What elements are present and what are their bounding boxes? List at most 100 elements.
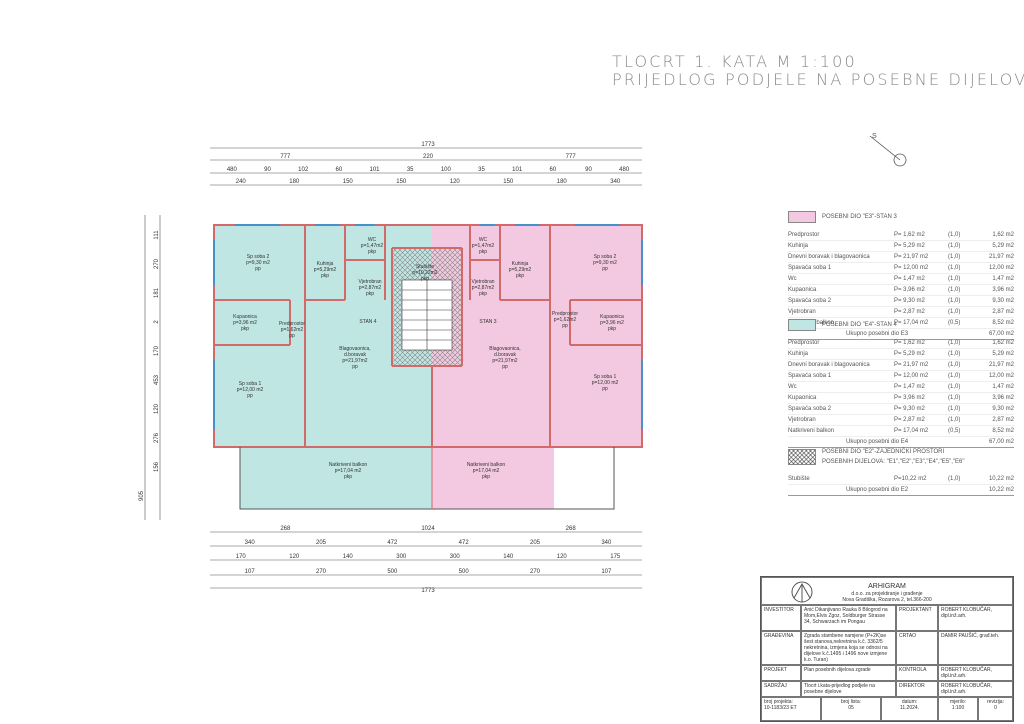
walls — [213, 224, 643, 448]
legend-cell: P= 17,04 m2 — [894, 428, 929, 434]
dim-top-row3: 35 — [407, 167, 414, 173]
room-label-sp1-l: p=12,00 m2 — [237, 387, 264, 393]
revizija: revizija:0 — [978, 697, 1013, 721]
legend-cell: Predprostor — [788, 340, 820, 346]
legend-cell: P= 1,62 m2 — [894, 340, 925, 346]
kontrola-value: ROBERT KLOBUČAR, dipl.inž.arh. — [938, 665, 1013, 681]
north-arrow-icon: S — [862, 130, 912, 170]
dim-top-row3: 101 — [369, 167, 380, 173]
legend-cell: 12,00 m2 — [988, 265, 1014, 271]
room-label-vj-l: Vjetrobran — [358, 279, 381, 285]
dim-bottom-row2: 340 — [245, 540, 256, 546]
dim-bottom-row3: 170 — [236, 554, 247, 560]
legend-cell: P= 5,29 m2 — [894, 351, 925, 357]
legend-cell: (1,0) — [948, 476, 961, 482]
crtao-value: DAMIR PAUŠIĆ, građ.teh. — [938, 631, 1013, 665]
legend-cell: 12,00 m2 — [988, 373, 1014, 379]
room-label-sp2-r: Sp soba 2 — [594, 254, 617, 260]
dim-top-row4: 180 — [289, 179, 300, 185]
legend-cell: P= 1,47 m2 — [894, 276, 925, 282]
balcony-left-fill — [240, 447, 432, 509]
legend-cell: 21,97 m2 — [988, 362, 1014, 368]
room-label-sp1-r: pp — [602, 386, 608, 392]
legend-e2-title1: POSEBNI DIO "E2"-ZAJEDNIČKI PROSTORI — [822, 449, 945, 455]
room-label-kup-r: pkp — [608, 326, 616, 332]
room-label-kuh-l: Kuhinja — [317, 261, 334, 267]
legend-cell: 5,29 m2 — [992, 243, 1014, 249]
legend-cell: Kuhinja — [788, 243, 809, 249]
legend-cell: P= 17,04 m2 — [894, 320, 929, 326]
room-label-sp2-l: Sp soba 2 — [247, 254, 270, 260]
legend-cell: P= 12,00 m2 — [894, 373, 929, 379]
legend-cell: P= 3,96 m2 — [894, 287, 925, 293]
dim-bottom-row3: 140 — [343, 554, 354, 560]
room-label-vj-r: p=2,87m2 — [472, 285, 495, 291]
dim-top-row2: 777 — [280, 154, 291, 160]
direktor-value: ROBERT KLOBUČAR, dipl.inž.arh. — [938, 681, 1013, 697]
legend-cell: P= 9,30 m2 — [894, 406, 925, 412]
legend-cell: Wc — [788, 276, 797, 282]
dim-top-row3: 480 — [619, 167, 630, 173]
room-label-bor-r: d.boravak — [494, 352, 516, 358]
dim-bottom-row4: 270 — [316, 569, 327, 575]
dim-top-row4: 150 — [343, 179, 354, 185]
room-label-sp2-l: p=9,30 m2 — [246, 260, 270, 266]
dim-bottom-row3: 175 — [610, 554, 621, 560]
legend-e3-total-value: 67,00 m2 — [988, 331, 1014, 337]
legend-cell: (1,0) — [948, 265, 961, 271]
legend-cell: 1,47 m2 — [992, 276, 1014, 282]
legend-cell: (1,0) — [948, 351, 961, 357]
dim-bottom-row2: 205 — [530, 540, 541, 546]
legend-cell: (1,0) — [948, 340, 961, 346]
legend-cell: Kupaonica — [788, 287, 817, 293]
legend-cell: 1,62 m2 — [992, 232, 1014, 238]
legend-cell: Kuhinja — [788, 351, 809, 357]
dim-top-row4: 240 — [236, 179, 247, 185]
legend-cell: (1,0) — [948, 298, 961, 304]
dim-bottom-row4: 500 — [459, 569, 470, 575]
legend-cell: (1,0) — [948, 395, 961, 401]
legend-cell: (1,0) — [948, 406, 961, 412]
legend-cell: (1,0) — [948, 384, 961, 390]
legend-cell: Spavaća soba 1 — [788, 265, 832, 271]
company-sub2: Nova Gradiška, Rozarova 2, tel.366-200 — [842, 597, 932, 603]
dim-bottom-row3: 140 — [503, 554, 514, 560]
room-label-bor-r: pp — [502, 364, 508, 370]
dim-left: 181 — [154, 287, 160, 298]
legend-e3-title: POSEBNI DIO "E3"-STAN 3 — [822, 214, 897, 220]
drawing-title: TLOCRT 1. KATA M 1:100 — [612, 52, 857, 71]
sadrzaj-label: SADRŽAJ — [761, 681, 801, 697]
company-sub1: d.o.o. za projektiranje i građenje — [851, 591, 923, 597]
room-label-bal-r: p=17,04 m2 — [473, 468, 500, 474]
dim-top-row4: 180 — [557, 179, 568, 185]
dim-bottom-row2: 205 — [316, 540, 327, 546]
room-label-pred-r: Predprostor — [552, 311, 578, 317]
room-label-kuh-r: p=5,29m2 — [509, 267, 532, 273]
legend-cell: Kupaonica — [788, 395, 817, 401]
legend-cell: P= 1,62 m2 — [894, 232, 925, 238]
room-label-bor-l: pp — [352, 364, 358, 370]
legend-e4-total-value: 67,00 m2 — [988, 439, 1014, 445]
room-label-vj-l: pkp — [366, 291, 374, 297]
room-label-bor-l: Blagovaonica, — [339, 346, 370, 352]
dim-bottom-row2: 340 — [601, 540, 612, 546]
room-label-bor-l: d.boravak — [344, 352, 366, 358]
room-label-kuh-r: Kuhinja — [512, 261, 529, 267]
legend-cell: 2,87 m2 — [992, 309, 1014, 315]
legend-cell: (1,0) — [948, 276, 961, 282]
room-label-bal-l: pkp — [344, 474, 352, 480]
legend-cell: P= 3,96 m2 — [894, 395, 925, 401]
legend-cell: (0,5) — [948, 320, 961, 326]
legend-cell: Spavaća soba 1 — [788, 373, 832, 379]
investitor-value: Anić Dikanjivano Rauka 8 Bilogrod na Mom… — [801, 605, 896, 631]
room-label-pred-r: pp — [562, 323, 568, 329]
legend-cell: Natkriveni balkon — [788, 428, 835, 434]
balcony-right-fill — [432, 447, 554, 509]
sadrzaj-value: Tlocrt i.kata-prijedlog podjele na poseb… — [801, 681, 896, 697]
dim-bottom-row3: 120 — [557, 554, 568, 560]
